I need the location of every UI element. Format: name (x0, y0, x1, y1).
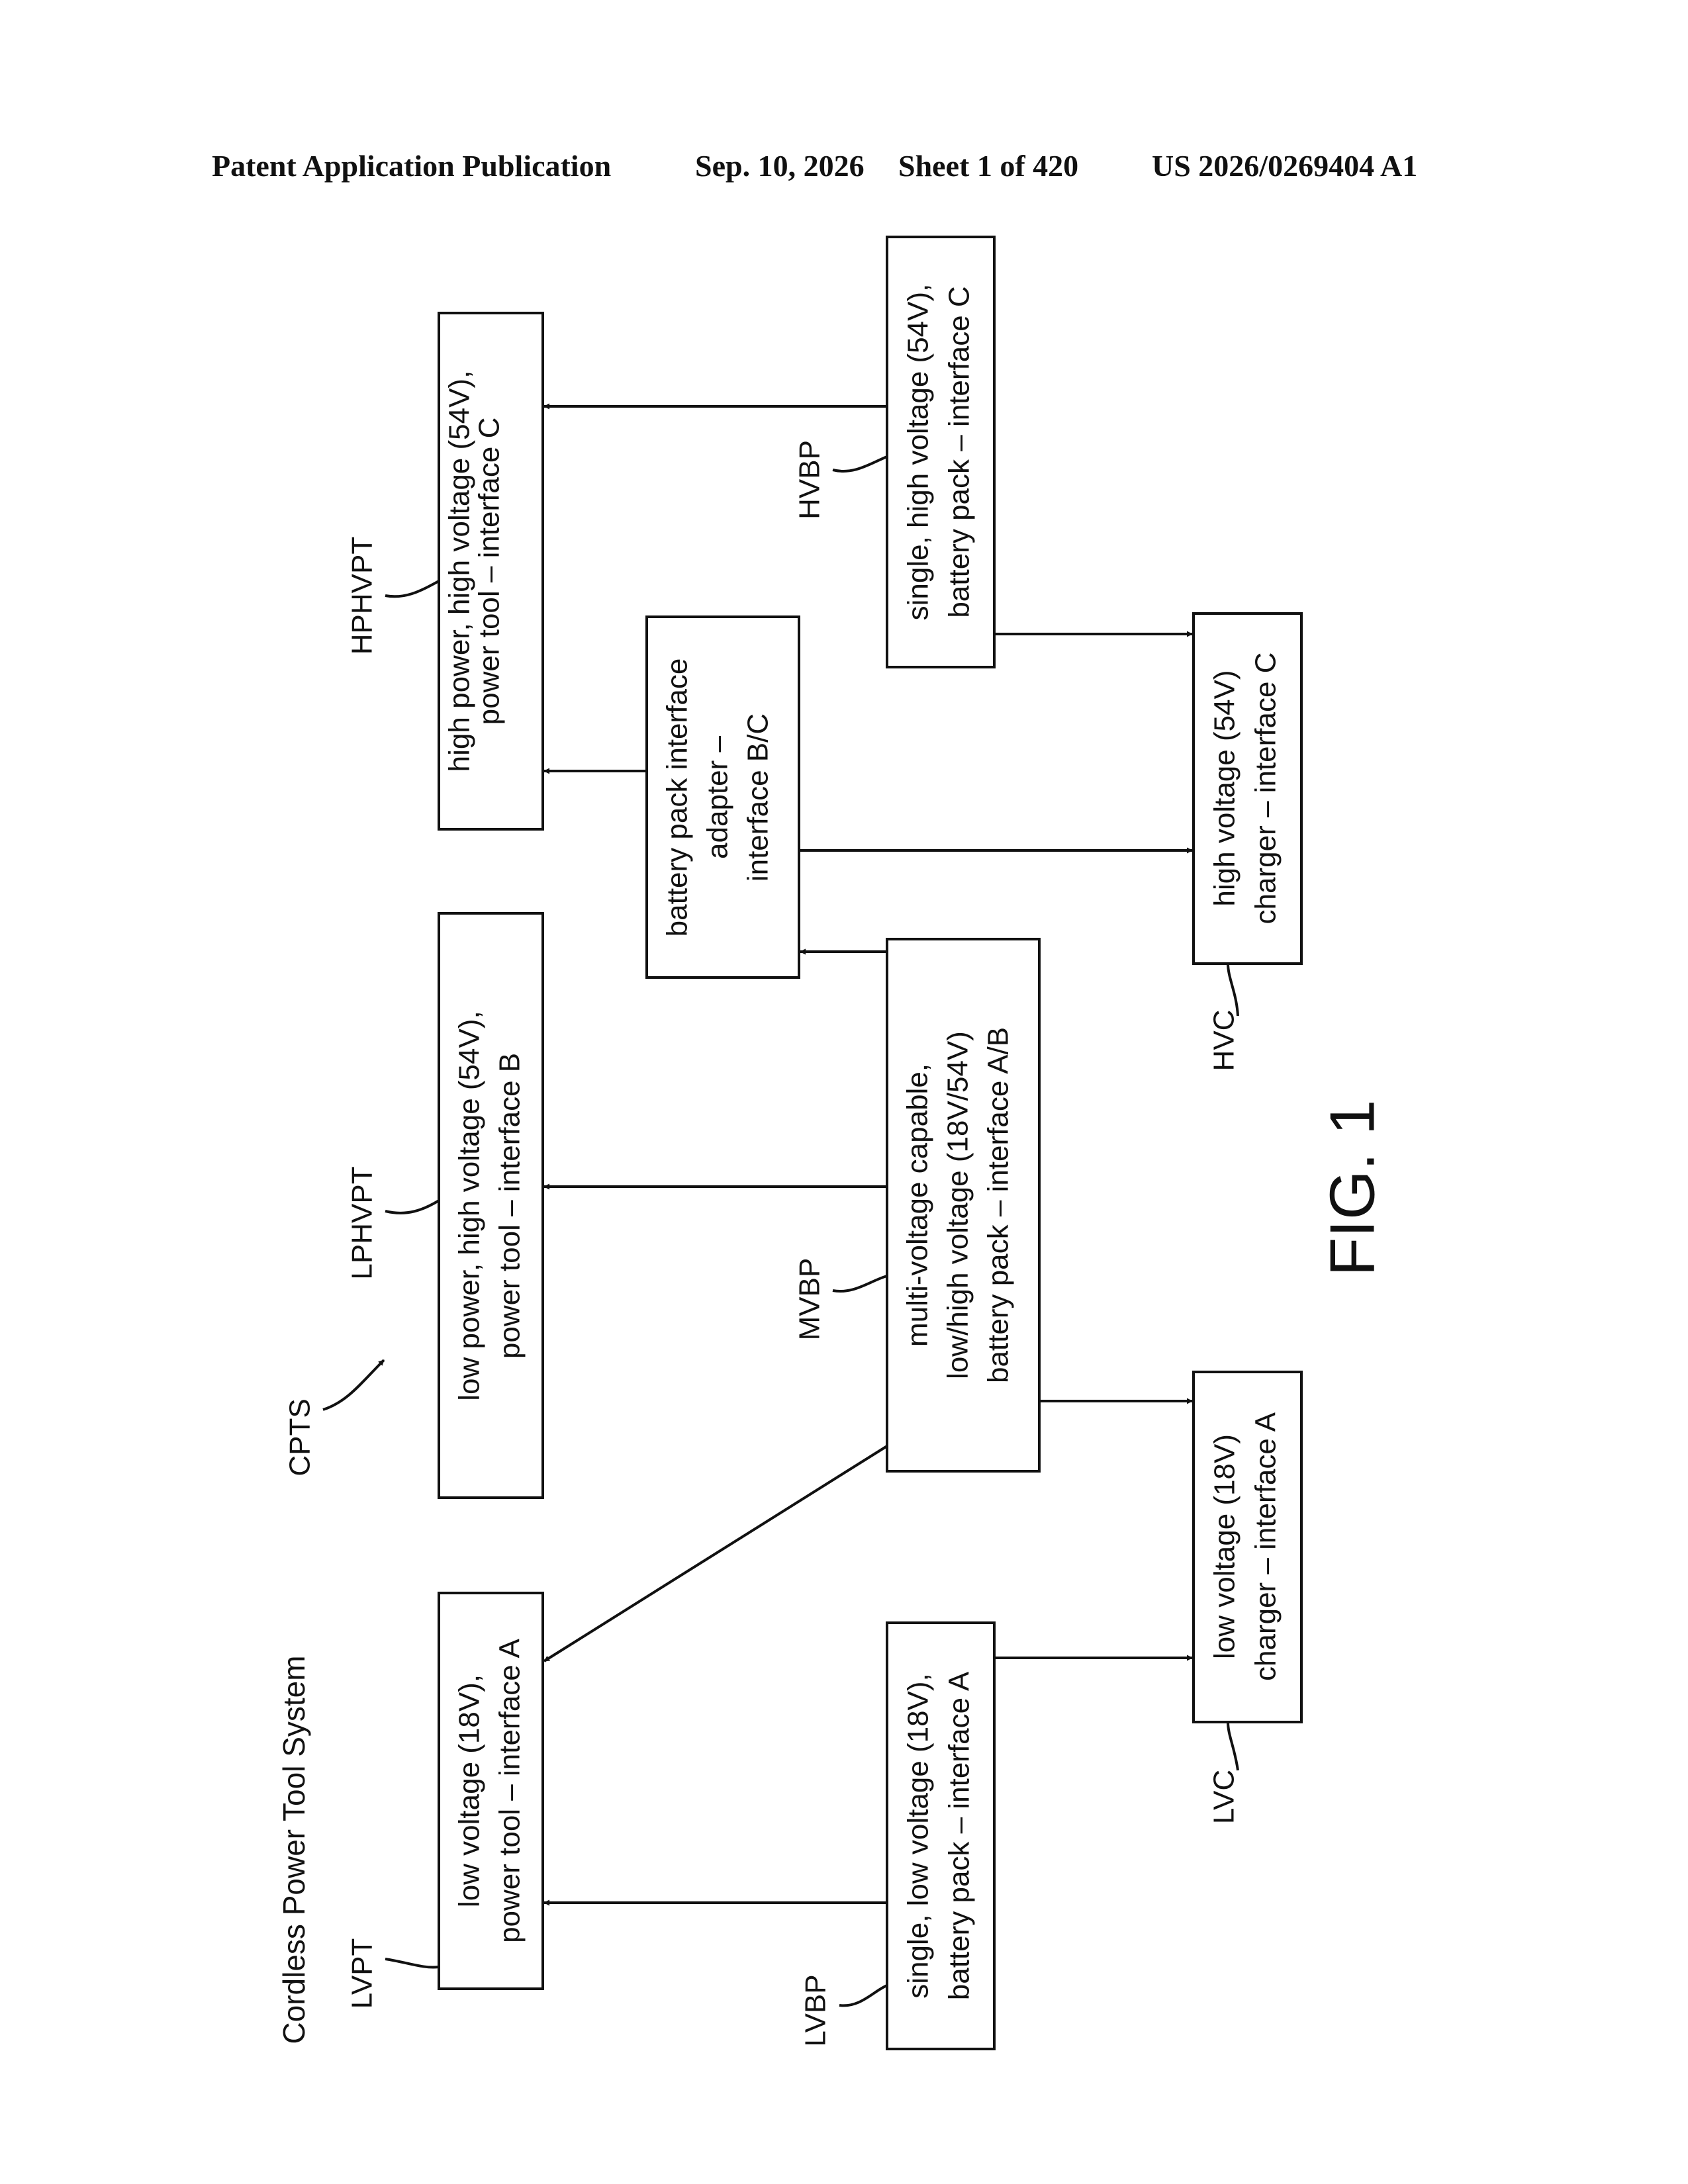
box-mvbp: multi-voltage capable, low/high voltage … (887, 939, 1039, 1471)
box-hphvpt-line-1: high power, high voltage (54V), (444, 371, 476, 772)
system-reference: CPTS (284, 1398, 316, 1476)
leader-hvc (1228, 964, 1238, 1016)
figure-caption: FIG. 1 (1317, 1100, 1387, 1277)
box-mvbp-line-3: battery pack – interface A/B (982, 1027, 1015, 1383)
leader-lvbp (839, 1985, 887, 2005)
leader-hvbp (833, 457, 887, 471)
system-reference-arrow (323, 1360, 384, 1410)
box-adapter: battery pack interface adapter – interfa… (647, 617, 799, 978)
box-hvc-line-1: high voltage (54V) (1209, 670, 1241, 906)
ref-mvbp: MVBP (794, 1258, 826, 1341)
box-hvbp-line-2: battery pack – interface C (943, 286, 976, 617)
ref-lvc: LVC (1208, 1770, 1241, 1824)
ref-lvpt: LVPT (346, 1938, 379, 2009)
box-hphvpt-line-2: power tool – interface C (473, 418, 506, 725)
box-lphvpt: low power, high voltage (54V), power too… (439, 913, 543, 1498)
box-hvc-line-2: charger – interface C (1250, 653, 1282, 925)
leader-lphvpt (385, 1201, 439, 1213)
box-lvc-line-1: low voltage (18V) (1209, 1434, 1241, 1659)
ref-lvbp: LVBP (800, 1974, 832, 2046)
box-lvc-line-2: charger – interface A (1250, 1412, 1282, 1681)
leader-mvbp (833, 1276, 887, 1291)
box-lvpt: low voltage (18V), power tool – interfac… (439, 1593, 543, 1989)
box-adapter-line-2: adapter – (702, 736, 734, 859)
figure-title: Cordless Power Tool System (277, 1655, 311, 2044)
box-lvbp-line-2: battery pack – interface A (943, 1671, 976, 2000)
box-mvbp-line-1: multi-voltage capable, (902, 1064, 934, 1347)
box-adapter-line-1: battery pack interface (661, 659, 694, 937)
box-lvpt-line-2: power tool – interface A (494, 1638, 526, 1942)
box-lvpt-line-1: low voltage (18V), (453, 1674, 486, 1907)
box-hvc: high voltage (54V) charger – interface C (1194, 614, 1301, 964)
box-hphvpt: high power, high voltage (54V), power to… (439, 313, 543, 829)
box-lvc: low voltage (18V) charger – interface A (1194, 1372, 1301, 1722)
box-hvbp-line-1: single, high voltage (54V), (902, 284, 935, 621)
box-hvbp: single, high voltage (54V), battery pack… (887, 237, 994, 667)
leader-lvc (1228, 1722, 1238, 1770)
box-lphvpt-line-2: power tool – interface B (494, 1053, 526, 1359)
ref-hphvpt: HPHVPT (346, 537, 379, 655)
box-lvbp: single, low voltage (18V), battery pack … (887, 1623, 994, 2049)
leader-lvpt (385, 1959, 439, 1968)
ref-hvc: HVC (1208, 1010, 1241, 1071)
leader-hphvpt (385, 581, 439, 596)
box-lvbp-line-1: single, low voltage (18V), (902, 1673, 935, 1999)
ref-hvbp: HVBP (794, 440, 826, 520)
box-lphvpt-line-1: low power, high voltage (54V), (453, 1011, 486, 1400)
ref-lphvpt: LPHVPT (346, 1166, 379, 1279)
box-mvbp-line-2: low/high voltage (18V/54V) (942, 1031, 974, 1379)
arrow-mvbp-to-lvpt (544, 1446, 887, 1661)
box-adapter-line-3: interface B/C (742, 713, 774, 882)
